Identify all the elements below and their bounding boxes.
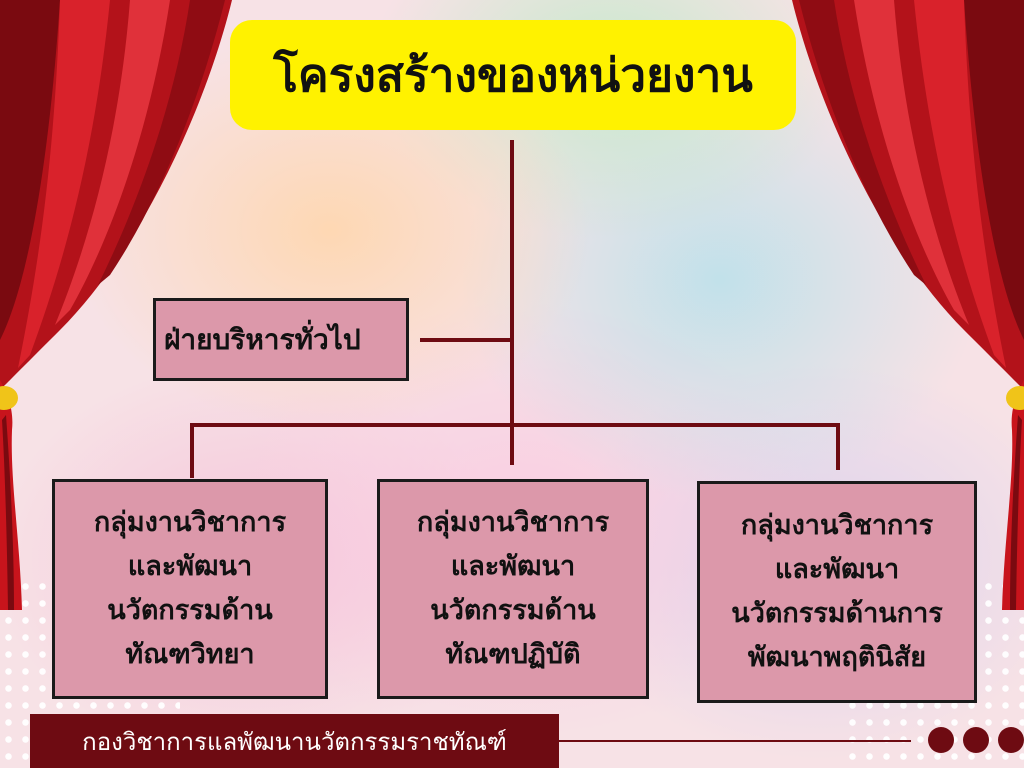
stage-curtain-left bbox=[0, 0, 232, 610]
footer-dot bbox=[928, 727, 954, 753]
group-node-correctional-practice: กลุ่มงานวิชาการ และพัฒนา นวัตกรรมด้าน ทั… bbox=[377, 479, 649, 699]
group-node-line: นวัตกรรมด้าน bbox=[430, 595, 596, 626]
footer-dot bbox=[963, 727, 989, 753]
group-node-behavior-development: กลุ่มงานวิชาการ และพัฒนา นวัตกรรมด้านการ… bbox=[697, 481, 977, 703]
admin-node: ฝ่ายบริหารทั่วไป bbox=[153, 298, 409, 381]
group-node-line: และพัฒนา bbox=[450, 551, 576, 582]
group-node-line: กลุ่มงานวิชาการ bbox=[416, 507, 610, 538]
group-node-line: กลุ่มงานวิชาการ bbox=[93, 507, 287, 538]
footer-bar: กองวิชาการแลพัฒนานวัตกรรมราชทัณฑ์ bbox=[30, 714, 559, 768]
footer-divider bbox=[559, 740, 911, 742]
admin-node-label: ฝ่ายบริหารทั่วไป bbox=[164, 322, 361, 356]
group-node-line: และพัฒนา bbox=[127, 551, 253, 582]
footer-dot bbox=[998, 727, 1024, 753]
group-node-line: พัฒนาพฤตินิสัย bbox=[747, 642, 927, 673]
group-node-penology: กลุ่มงานวิชาการ และพัฒนา นวัตกรรมด้าน ทั… bbox=[52, 479, 328, 699]
group-node-line: นวัตกรรมด้านการ bbox=[731, 598, 943, 629]
group-node-line: นวัตกรรมด้าน bbox=[107, 595, 273, 626]
group-node-line: กลุ่มงานวิชาการ bbox=[740, 510, 934, 541]
stage-curtain-right bbox=[792, 0, 1024, 610]
diagram-title: โครงสร้างของหน่วยงาน bbox=[273, 47, 753, 102]
title-box: โครงสร้างของหน่วยงาน bbox=[230, 20, 796, 130]
footer-organization-name: กองวิชาการแลพัฒนานวัตกรรมราชทัณฑ์ bbox=[82, 727, 507, 756]
group-node-line: และพัฒนา bbox=[774, 554, 900, 585]
group-node-line: ทัณฑปฏิบัติ bbox=[445, 639, 581, 670]
group-node-line: ทัณฑวิทยา bbox=[125, 639, 255, 670]
footer-dots bbox=[928, 727, 1024, 753]
